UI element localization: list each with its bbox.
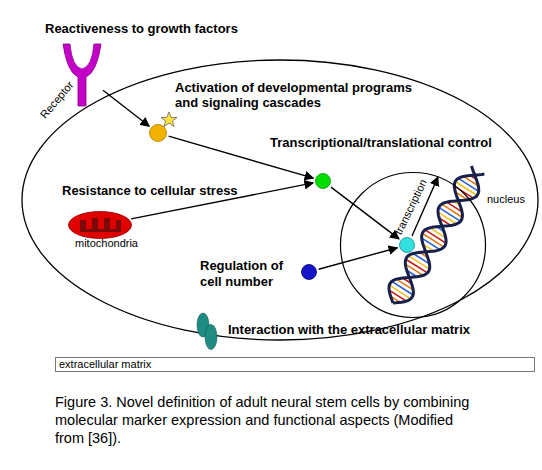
dna-strand — [393, 166, 479, 303]
node-label: Regulation of cell number — [200, 258, 292, 290]
extracellular-matrix-band: extracellular matrix — [55, 357, 535, 372]
signal-circle — [150, 125, 167, 142]
control-molecule-shape — [315, 173, 331, 189]
transcription-factor-shape — [399, 237, 415, 253]
arrow-connector — [319, 248, 398, 270]
node-label: Interaction with the extracellular matri… — [228, 322, 470, 338]
node-label: nucleus — [487, 193, 525, 206]
arrow-connector — [331, 187, 399, 239]
receptor-symbol — [63, 44, 101, 106]
node-label: Receptor — [38, 79, 77, 122]
cell-membrane — [22, 60, 538, 340]
receptor: Reactiveness to growth factorsReceptor — [60, 42, 104, 106]
node-label: transcription — [392, 177, 430, 237]
arrow-connector — [131, 183, 313, 219]
star-symbol — [161, 112, 177, 127]
green-circle — [316, 174, 331, 189]
ecm-protein-shape — [196, 312, 218, 350]
nucleus: nucleustranscription — [340, 172, 486, 318]
protein-lobe — [205, 325, 217, 350]
cyan-circle — [400, 238, 415, 253]
node-label: Resistance to cellular stress — [62, 183, 238, 199]
figure-caption: Figure 3. Novel definition of adult neur… — [55, 393, 480, 447]
mitochondrion: Resistance to cellular stressmitochondri… — [68, 211, 132, 239]
node-label: Activation of developmental programs and… — [175, 80, 425, 110]
arrow-connector — [169, 136, 314, 178]
control-molecule: Transcriptional/translational control — [315, 173, 331, 189]
dna-strand — [389, 174, 484, 303]
node-label: Reactiveness to growth factors — [45, 21, 238, 37]
nucleus-outline — [341, 173, 486, 318]
regulator-molecule: Regulation of cell number — [301, 264, 317, 280]
ecm-protein: Interaction with the extracellular matri… — [196, 312, 218, 350]
transcription-factor: transcription — [399, 237, 415, 253]
regulator-molecule-shape — [301, 264, 317, 280]
cristae — [80, 218, 121, 232]
mitochondrion-body — [69, 212, 132, 239]
mitochondrion-shape — [68, 211, 132, 239]
dna-helix — [389, 166, 484, 303]
node-label: Transcriptional/translational control — [270, 135, 492, 151]
signal-molecule: Activation of developmental programs and… — [149, 124, 167, 142]
node-label: mitochondria — [75, 237, 138, 250]
arrow-connector — [103, 90, 149, 126]
signal-molecule-shape — [149, 124, 167, 142]
node-label: extracellular matrix — [59, 358, 151, 371]
blue-circle — [302, 265, 317, 280]
